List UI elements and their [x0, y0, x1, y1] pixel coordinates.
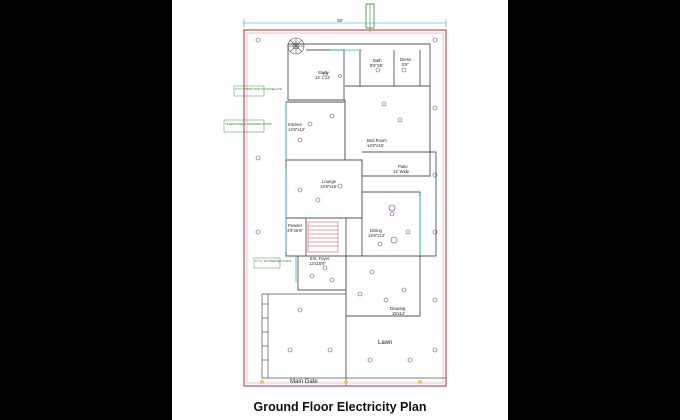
room-powder-name: Powder	[288, 223, 303, 228]
main-stair	[307, 221, 339, 253]
plan-title: Ground Floor Electricity Plan	[254, 400, 427, 414]
room-dress-name: Dress	[400, 57, 411, 62]
car-porch	[261, 293, 446, 386]
room-ent-foyer-name: Ent. Foyer	[310, 256, 330, 261]
room-kitchen-name: Kitchen	[288, 122, 303, 127]
room-lounge-name: Lounge	[322, 179, 337, 184]
note-3: C.T.V. & INTERNET POINT	[255, 259, 292, 263]
electrical-fixtures	[255, 37, 438, 363]
room-drawing-name: Drawing	[390, 306, 406, 311]
room-patio-size: 12' Wide	[393, 169, 410, 174]
room-patio-name: Patio	[398, 164, 408, 169]
room-bed-room-name: Bed Room	[367, 138, 387, 143]
note-1: C.T.V. POINT FOR TV/ SATELLITE	[235, 87, 282, 91]
room-ent-foyer-size: 12'x15'6"	[309, 261, 326, 266]
electrical-notes: C.T.V. POINT FOR TV/ SATELLITE TELEPHONE…	[223, 85, 292, 269]
room-dining-size: 14'6"x12'	[368, 233, 385, 238]
spiral-stair	[287, 37, 305, 55]
room-main-gate-name: Main Gate	[290, 379, 318, 385]
room-drawing-size: 15'x14'	[392, 311, 405, 316]
room-lounge-size: 14'6"x16'	[320, 184, 337, 189]
room-powder-size: 4'6"x5'6"	[287, 228, 303, 233]
room-kitchen-size: 14'6"x12'	[288, 127, 305, 132]
room-dining-name: Dining	[370, 228, 383, 233]
room-study-name: Study	[318, 70, 330, 75]
room-lawn-name: Lawn	[378, 340, 392, 346]
room-dress-size: 5'6"	[402, 62, 409, 67]
room-bath-name: Bath	[373, 58, 382, 63]
overall-dimension: 50'	[243, 18, 447, 27]
light-points	[260, 380, 422, 384]
room-bath-size: 8'6"X6'	[370, 63, 383, 68]
wiring-accents	[285, 49, 421, 282]
plot-boundary	[243, 29, 447, 387]
note-2: TELEPHONE & INTERNET POINT	[225, 122, 272, 126]
overall-dimension-label: 50'	[337, 18, 343, 23]
sheet-background	[172, 0, 508, 420]
room-labels: Bath 8'6"X6' Dress 5'6" Study 14' x 12' …	[287, 57, 411, 385]
room-bed-room-size: 14'6"x16'	[367, 143, 384, 148]
room-study-size: 14' x 12'	[315, 75, 331, 80]
